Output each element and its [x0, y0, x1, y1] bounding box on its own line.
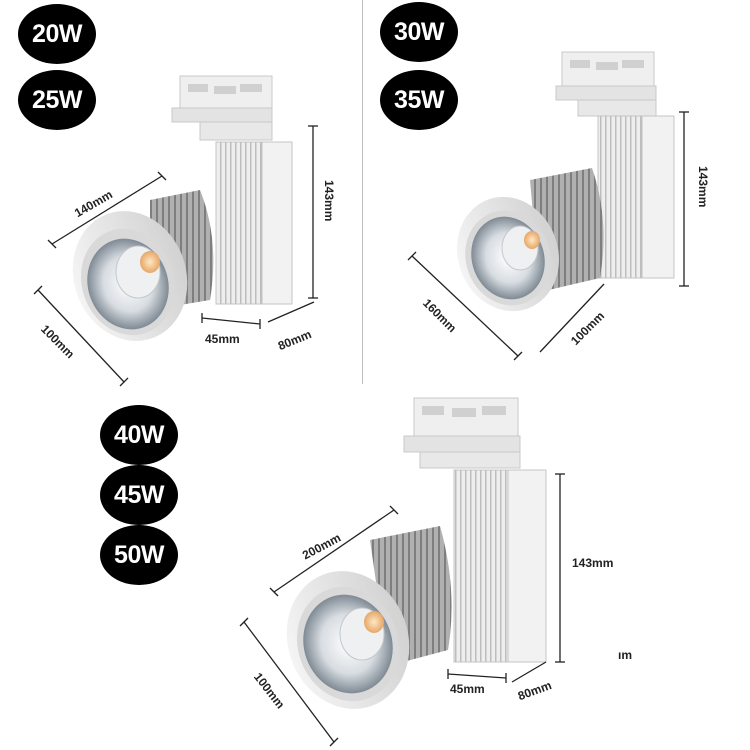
track-light-medium: [456, 51, 675, 312]
dimension-lines: [33, 111, 689, 747]
p3-fragment-label: ım: [618, 648, 633, 662]
badge-40w: 40W: [100, 405, 178, 465]
badge-45w: 45W: [100, 465, 178, 525]
p3-height-label: 143mm: [572, 556, 614, 570]
track-light-small: [72, 75, 293, 341]
p3-base-a-label: 45mm: [450, 682, 485, 696]
vertical-divider: [362, 0, 363, 384]
track-light-large: [286, 397, 547, 709]
p1-base-a-label: 45mm: [205, 332, 240, 346]
badge-25w: 25W: [18, 70, 96, 130]
badge-30w: 30W: [380, 2, 458, 62]
badge-35w: 35W: [380, 70, 458, 130]
p2-height-label: 143mm: [696, 166, 710, 208]
p1-height-label: 143mm: [322, 180, 336, 222]
badge-20w: 20W: [18, 4, 96, 64]
badge-50w: 50W: [100, 525, 178, 585]
